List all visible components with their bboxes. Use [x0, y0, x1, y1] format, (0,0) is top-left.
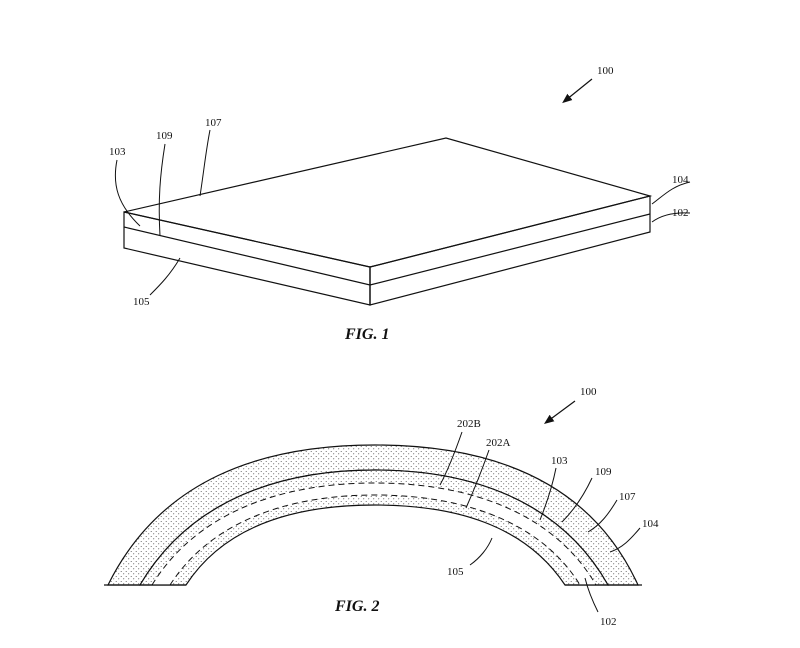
fig2-arrow-100 — [543, 400, 576, 424]
fig1-label-102: 102 — [672, 207, 689, 219]
fig2-leader-103 — [539, 467, 557, 521]
fig1-label-103: 103 — [109, 146, 126, 158]
fig2-inner-band — [152, 483, 596, 585]
fig1-side-face — [369, 195, 651, 306]
fig1-label-107: 107 — [205, 117, 222, 129]
fig2-dashed-202a — [169, 494, 581, 586]
fig1-layer-boundary — [123, 213, 651, 286]
fig2-label-104: 104 — [642, 518, 659, 530]
fig2-leader-102 — [584, 577, 599, 613]
fig1-label-109: 109 — [156, 130, 173, 142]
fig2-label-105: 105 — [447, 566, 464, 578]
fig2-label-100: 100 — [580, 386, 597, 398]
fig2-leader-109 — [561, 477, 593, 523]
fig2-label-103: 103 — [551, 455, 568, 467]
fig2-label-202b: 202B — [457, 418, 481, 430]
fig1-label-100: 100 — [597, 65, 614, 77]
fig2-leader-107 — [587, 499, 618, 533]
fig1-leader-102 — [651, 212, 691, 223]
fig1-arrow-100 — [562, 78, 593, 104]
fig2-leader-202a — [465, 449, 490, 509]
fig1-leader-107 — [199, 129, 211, 197]
fig2-label-202a: 202A — [486, 437, 511, 449]
fig1-caption: FIG. 1 — [344, 326, 389, 343]
fig2-dashed-202b — [151, 482, 597, 586]
fig1-leader-109 — [158, 143, 166, 237]
fig2-leader-105 — [469, 537, 493, 566]
fig2-label-102: 102 — [600, 616, 617, 628]
figure-1: 100 103 109 107 104 102 105 FIG. 1 — [109, 65, 691, 343]
fig2-caption: FIG. 2 — [334, 598, 379, 615]
fig2-leader-104 — [609, 527, 641, 553]
fig2-leader-202b — [439, 431, 463, 486]
fig1-front-face — [123, 211, 371, 306]
fig1-top-face — [123, 137, 653, 268]
fig1-leader-105 — [149, 257, 181, 296]
fig1-leader-103 — [114, 159, 141, 227]
figure-2: 100 202B 202A 103 109 107 104 105 102 FI… — [104, 386, 659, 628]
fig1-label-104: 104 — [672, 174, 689, 186]
fig2-label-107: 107 — [619, 491, 636, 503]
fig2-label-109: 109 — [595, 466, 612, 478]
fig1-label-105: 105 — [133, 296, 150, 308]
fig1-leader-104 — [651, 181, 691, 205]
